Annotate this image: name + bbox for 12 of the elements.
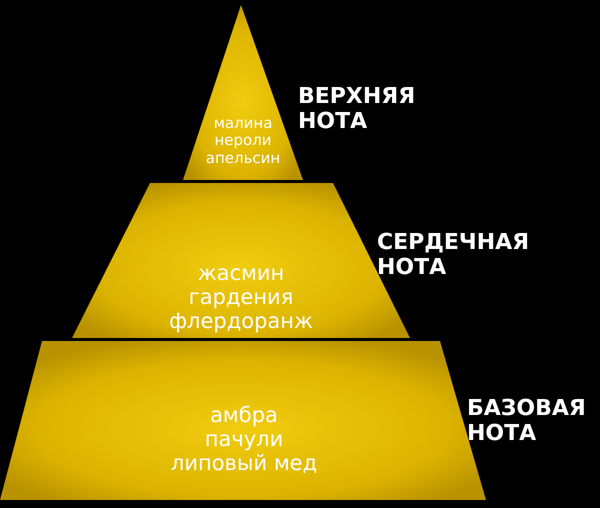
ingredient-text: малина bbox=[214, 115, 272, 132]
ingredient-text: липовый мед bbox=[170, 451, 318, 476]
tier-label: СЕРДЕЧНАЯ НОТА bbox=[377, 230, 530, 281]
ingredient-text: флердоранж bbox=[169, 309, 313, 334]
tier-label: ВЕРХНЯЯ НОТА bbox=[298, 84, 416, 135]
ingredient-text: пачули bbox=[204, 427, 284, 452]
ingredient-text: нероли bbox=[214, 132, 272, 150]
ingredient-text: апельсин bbox=[206, 150, 280, 167]
tier-label: БАЗОВАЯ НОТА bbox=[467, 396, 587, 447]
ingredient-text: амбра bbox=[210, 403, 278, 428]
ingredient-text: жасмин bbox=[198, 261, 284, 286]
ingredient-text: гардения bbox=[188, 285, 294, 310]
